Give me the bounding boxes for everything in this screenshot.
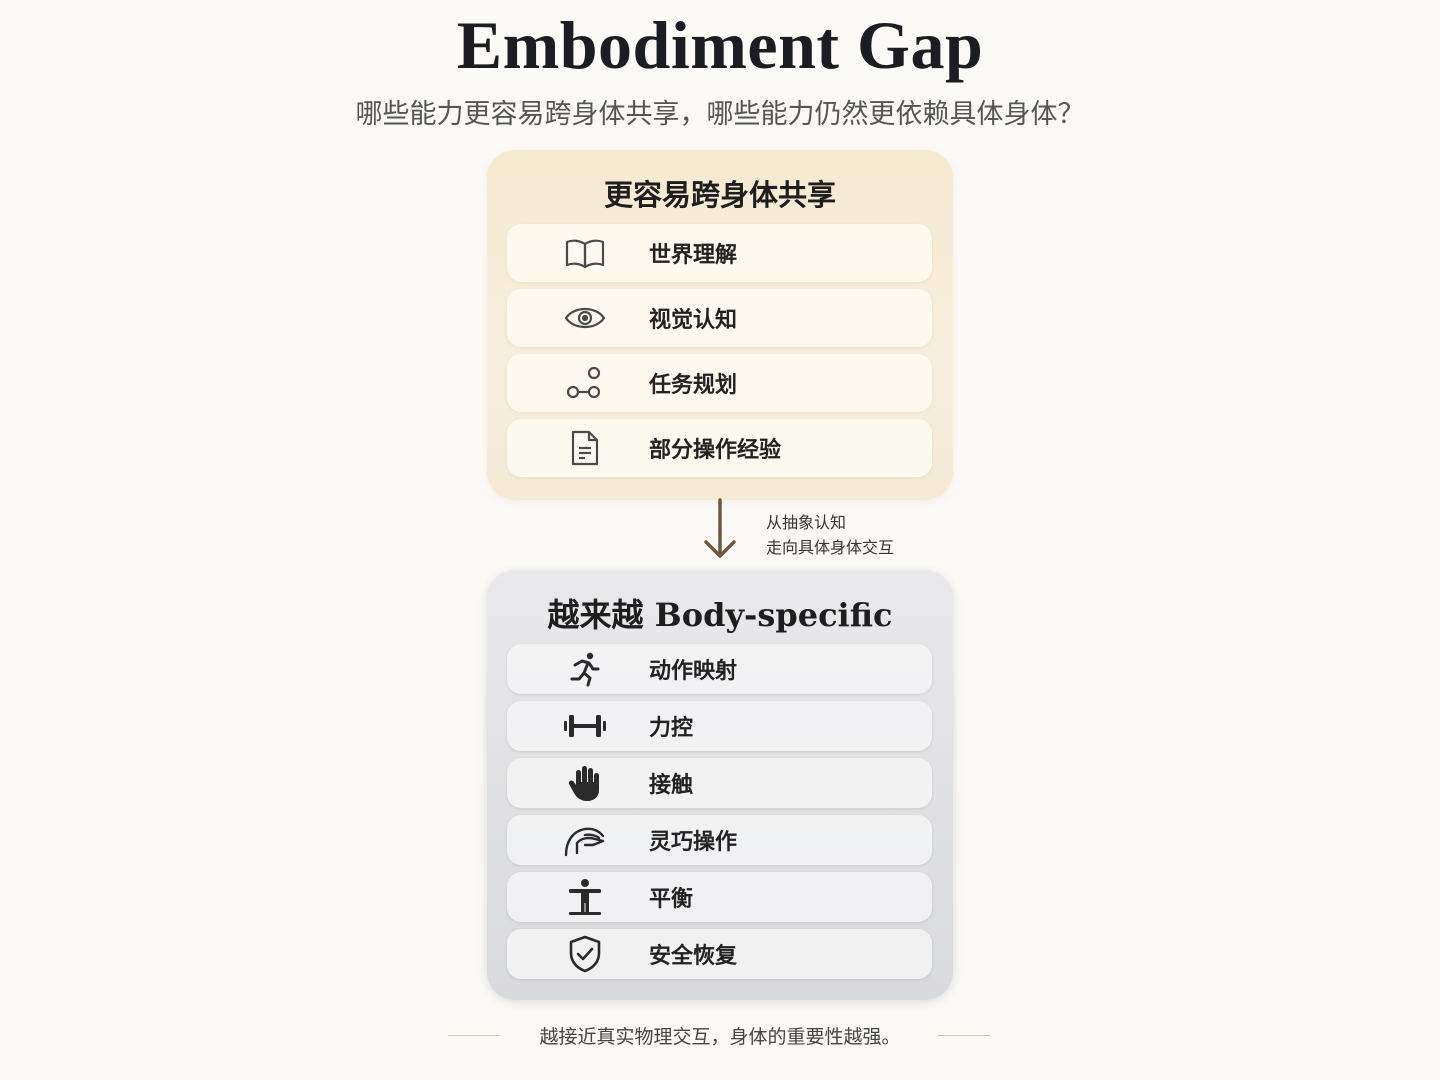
list-item-task-planning: 任务规划: [507, 354, 932, 412]
balance-person-icon: [563, 877, 607, 917]
list-item-safety-recovery: 安全恢复: [507, 929, 932, 979]
item-label: 灵巧操作: [649, 829, 738, 855]
down-arrow-icon: [700, 498, 740, 564]
list-item-partial-operation-experience: 部分操作经验: [507, 419, 932, 477]
shared-panel-title: 更容易跨身体共享: [603, 178, 836, 212]
list-item-force-control: 力控: [507, 701, 932, 751]
shield-check-icon: [563, 934, 607, 974]
hand-icon: [563, 763, 607, 803]
grasping-hand-icon: [563, 820, 607, 860]
arrow-annotation: 从抽象认知 走向具体身体交互: [766, 510, 894, 560]
body-specific-panel: 越来越 Body-specific 动作映射 力控: [487, 570, 953, 1000]
footer-divider-right: [938, 1035, 990, 1036]
item-label: 视觉认知: [649, 307, 738, 333]
item-label: 动作映射: [649, 658, 738, 684]
list-item-balance: 平衡: [507, 872, 932, 922]
page-subtitle: 哪些能力更容易跨身体共享，哪些能力仍然更依赖具体身体？: [355, 99, 1085, 130]
arrow-note-line-2: 走向具体身体交互: [766, 538, 895, 557]
list-item-visual-cognition: 视觉认知: [507, 289, 932, 347]
document-icon: [563, 428, 607, 468]
item-label: 世界理解: [649, 242, 738, 268]
specific-panel-title: 越来越 Body-specific: [547, 596, 893, 634]
footer-text: 越接近真实物理交互，身体的重要性越强。: [539, 1026, 901, 1048]
list-item-contact: 接触: [507, 758, 932, 808]
list-item-dexterous-manipulation: 灵巧操作: [507, 815, 932, 865]
list-item-world-understanding: 世界理解: [507, 224, 932, 282]
shared-capabilities-panel: 更容易跨身体共享 世界理解 视觉认知: [487, 150, 953, 500]
dumbbell-icon: [563, 706, 607, 746]
list-item-action-mapping: 动作映射: [507, 644, 932, 694]
open-book-icon: [563, 233, 607, 273]
running-person-icon: [563, 649, 607, 689]
page-title: Embodiment Gap: [456, 7, 984, 83]
node-graph-icon: [563, 363, 607, 403]
item-label: 部分操作经验: [649, 437, 782, 463]
item-label: 任务规划: [649, 372, 738, 398]
eye-icon: [563, 298, 607, 338]
footer: 越接近真实物理交互，身体的重要性越强。: [0, 1020, 1440, 1050]
item-label: 安全恢复: [649, 943, 738, 969]
arrow-note-line-1: 从抽象认知: [766, 513, 847, 532]
item-label: 力控: [649, 715, 694, 741]
footer-divider-left: [448, 1035, 500, 1036]
item-label: 平衡: [649, 886, 694, 912]
item-label: 接触: [649, 772, 694, 798]
